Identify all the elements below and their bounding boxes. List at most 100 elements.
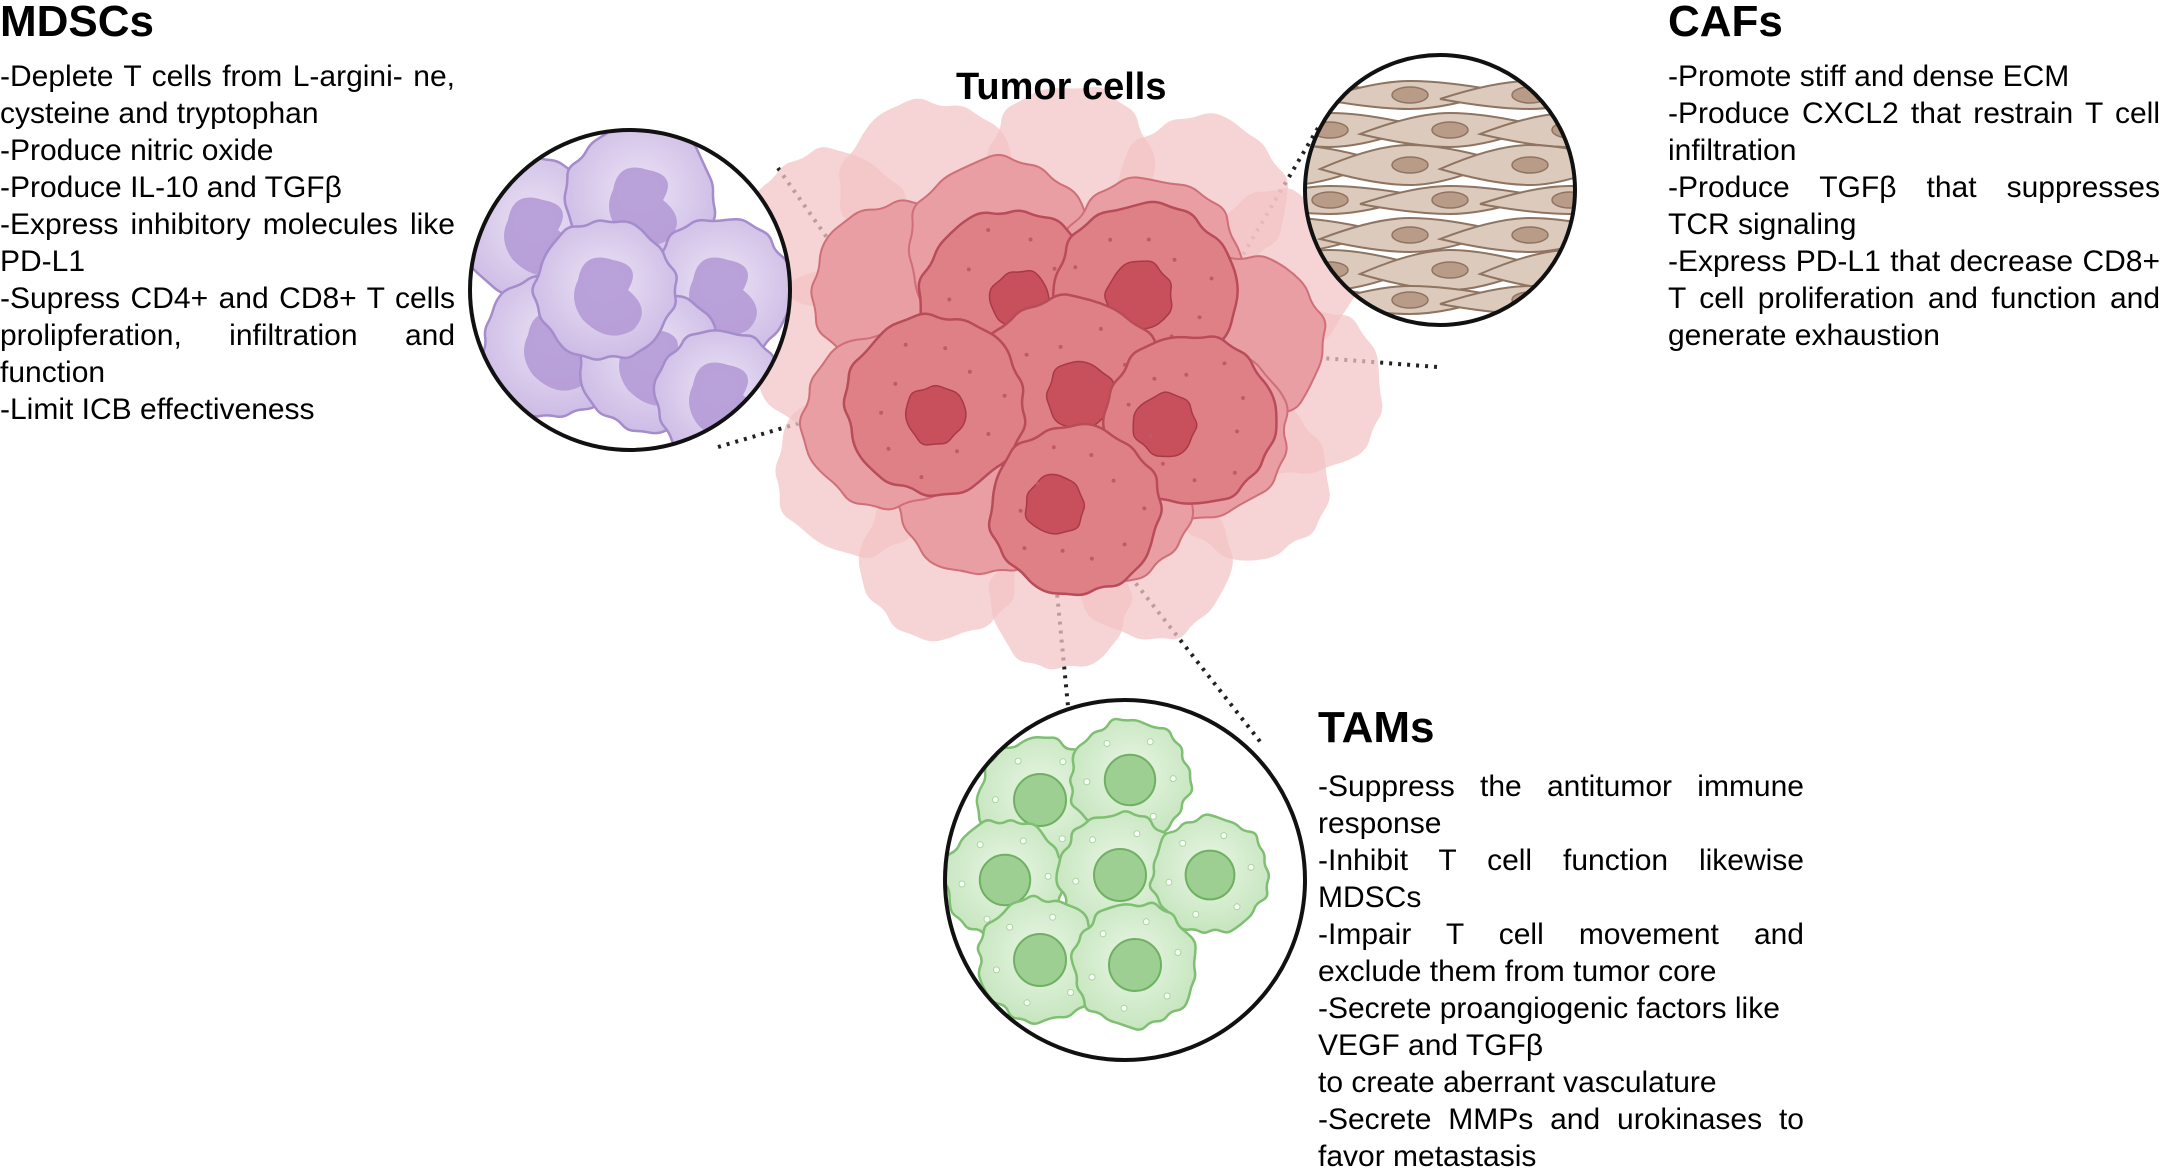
tumor-granule <box>1122 542 1127 547</box>
tam-vesicle <box>1103 740 1111 747</box>
tam-vesicle <box>1220 832 1228 840</box>
tumor-nucleus <box>1132 391 1198 458</box>
tumor-granule <box>893 381 898 386</box>
caf-nucleus <box>1511 226 1549 244</box>
tam-nucleus <box>1013 773 1067 827</box>
caf-nucleus <box>1311 191 1349 209</box>
tam-vesicle <box>1023 999 1031 1007</box>
tams-heading: TAMs <box>1318 703 1435 752</box>
tumor-granule <box>1089 556 1094 561</box>
tam-vesicle <box>1142 918 1150 926</box>
tam-nucleus <box>1108 938 1162 992</box>
tam-vesicle <box>993 966 1000 974</box>
cafs-point: -Express PD-L1 that decrease CD8+ T cell… <box>1668 245 2160 352</box>
tam-vesicle <box>1149 812 1157 820</box>
caf-nucleus <box>1391 156 1429 174</box>
tam-vesicle <box>1049 913 1057 921</box>
tam-nucleus <box>1184 849 1236 901</box>
caf-inset-border <box>1303 53 1577 327</box>
mdscs-point: -Supress CD4+ and CD8+ T cells prolipfer… <box>0 282 455 389</box>
tam-vesicle <box>958 880 966 888</box>
tam-vesicle <box>1059 758 1067 766</box>
tams-point: -Impair T cell movement and exclude them… <box>1318 918 1804 988</box>
tumor-granule <box>919 475 924 480</box>
tam-vesicle <box>1163 992 1171 1000</box>
tumor-granule <box>943 346 948 351</box>
cafs-point: -Produce TGFβ that suppresses TCR signal… <box>1668 171 2160 241</box>
tam-vesicle <box>1014 757 1022 765</box>
tumor-granule <box>1148 434 1153 438</box>
tumor-granule <box>1172 257 1177 262</box>
connector-tam-right <box>1106 546 1264 746</box>
tumor-granule <box>1232 470 1237 475</box>
tumor-granule <box>1146 237 1151 242</box>
caf-nucleus <box>1391 291 1429 309</box>
tumor-nucleus <box>1024 473 1086 535</box>
tumor-granule <box>1058 344 1063 349</box>
tam-nucleus <box>978 853 1032 907</box>
tam-nucleus <box>1013 933 1067 987</box>
tumor-granule <box>1152 376 1157 381</box>
mdsc-inset <box>468 128 792 452</box>
caf-nucleus <box>1305 86 1309 104</box>
tumor-granule <box>1142 506 1147 511</box>
tam-vesicle <box>1044 872 1052 880</box>
caf-nucleus <box>1551 191 1575 209</box>
tumor-granule <box>947 297 952 302</box>
tumor-granule <box>1160 461 1165 466</box>
tam-vesicle <box>991 796 999 804</box>
cafs-point: -Promote stiff and dense ECM <box>1668 60 2070 93</box>
caf-nucleus <box>1511 156 1549 174</box>
mdscs-heading: MDSCs <box>0 0 155 46</box>
mdscs-point: -Deplete T cells from L-argini- ne, cyst… <box>0 60 455 130</box>
tams-point: -Suppress the antitumor immune response <box>1318 770 1804 840</box>
caf-inset <box>1303 53 1577 327</box>
tams-description: -Suppress the antitumor immune response … <box>1318 768 1804 1175</box>
tam-vesicle <box>1120 1004 1128 1012</box>
caf-nucleus <box>1391 226 1429 244</box>
tumor-granule <box>1073 265 1078 270</box>
tumor-granule <box>903 342 908 347</box>
tumor-granule <box>955 449 959 454</box>
tam-vesicle <box>1088 973 1096 981</box>
tumor-granule <box>1022 546 1027 551</box>
tumor-granule <box>1111 478 1116 483</box>
tumor-granule <box>1098 326 1103 331</box>
caf-nucleus <box>1551 261 1575 279</box>
tam-vesicle <box>1006 923 1014 931</box>
mdsc-inset-border <box>468 128 792 452</box>
tam-vesicle <box>1247 863 1255 871</box>
caf-nucleus <box>1431 191 1469 209</box>
tam-vesicle <box>1179 839 1187 847</box>
tams-point: -Secrete proangiogenic factors like VEGF… <box>1318 992 1780 1062</box>
tam-vesicle <box>1058 835 1066 843</box>
tam-vesicle <box>1169 775 1177 783</box>
tumor-granule <box>1197 315 1202 320</box>
tumor-granule <box>967 369 972 374</box>
tumor-granule <box>1028 237 1033 242</box>
tam-vesicle <box>1019 837 1027 845</box>
caf-nucleus <box>1431 121 1469 139</box>
tumor-granule <box>886 446 891 451</box>
tumor-granule <box>1241 396 1245 400</box>
tumor-granule <box>1035 481 1040 486</box>
tumor-cells-title: Tumor cells <box>956 66 1167 108</box>
tam-inset <box>943 698 1307 1062</box>
cafs-description: -Promote stiff and dense ECM -Produce CX… <box>1668 58 2160 354</box>
caf-nucleus <box>1431 261 1469 279</box>
tam-nucleus <box>1103 753 1157 807</box>
tam-vesicle <box>1133 830 1141 838</box>
tam-nucleus <box>1093 848 1147 902</box>
tam-vesicle <box>1072 877 1080 885</box>
mdscs-description: -Deplete T cells from L-argini- ne, cyst… <box>0 58 455 428</box>
caf-nucleus <box>1391 86 1429 104</box>
tumor-granule <box>986 432 991 436</box>
tam-vesicle <box>1165 878 1173 886</box>
tam-vesicle <box>976 841 984 849</box>
tumor-granule <box>1024 352 1029 357</box>
cafs-point: -Produce CXCL2 that restrain T cell infi… <box>1668 97 2160 167</box>
tam-vesicle <box>1067 989 1075 996</box>
mdscs-point: -Produce IL-10 and TGFβ <box>0 171 342 204</box>
tumor-nucleus <box>904 384 967 446</box>
